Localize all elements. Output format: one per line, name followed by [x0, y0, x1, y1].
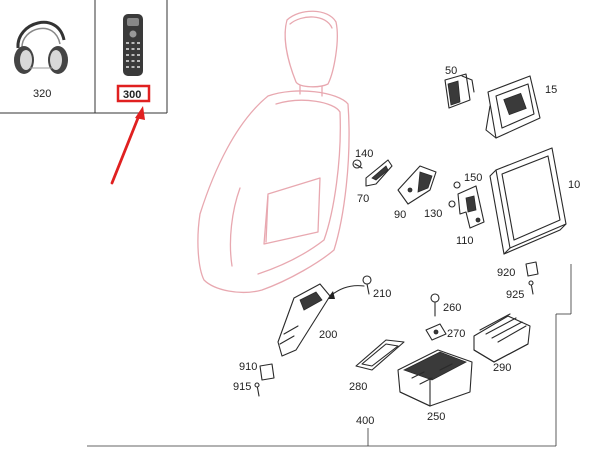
- callout-label: 200: [319, 329, 337, 341]
- callout-label: 260: [443, 302, 461, 314]
- thumbnail-label: 300: [123, 89, 141, 101]
- callout-label-400: 400: [356, 415, 374, 427]
- callout-label: 280: [349, 381, 367, 393]
- callout-label: 70: [357, 193, 369, 205]
- part-250[interactable]: 250: [397, 349, 473, 423]
- part-290[interactable]: 290: [473, 313, 531, 374]
- part-200[interactable]: 200: [277, 283, 337, 357]
- part-260[interactable]: 260: [430, 293, 461, 317]
- callout-label: 110: [456, 235, 474, 247]
- thumbnail-headphones[interactable]: 320: [14, 20, 68, 100]
- part-90[interactable]: 90: [394, 165, 437, 221]
- red-arrow-icon: [110, 106, 145, 185]
- seat-outline: [197, 10, 350, 294]
- part-910[interactable]: 910: [239, 361, 275, 381]
- part-915[interactable]: 915: [233, 381, 260, 397]
- part-920[interactable]: 920: [497, 261, 539, 279]
- remote-control-icon: [123, 14, 143, 76]
- callout-label: 270: [447, 328, 465, 340]
- headphones-icon: [14, 20, 68, 74]
- callout-label: 15: [545, 84, 557, 96]
- callout-label: 925: [506, 289, 524, 301]
- callout-label: 130: [424, 208, 442, 220]
- callout-label: 915: [233, 381, 251, 393]
- part-15[interactable]: 15: [485, 75, 557, 139]
- part-70[interactable]: 70: [357, 159, 393, 205]
- assembly-frame: [87, 264, 572, 447]
- callout-label: 90: [394, 209, 406, 221]
- highlight-box: [116, 84, 151, 103]
- callout-label: 920: [497, 267, 515, 279]
- part-150[interactable]: 150: [453, 172, 482, 189]
- callout-label: 910: [239, 361, 257, 373]
- callout-label: 290: [493, 362, 511, 374]
- thumbnail-remote[interactable]: 300: [116, 14, 151, 103]
- part-210[interactable]: 210: [327, 275, 391, 300]
- part-110[interactable]: 110: [456, 185, 485, 247]
- part-925[interactable]: 925: [506, 280, 534, 301]
- part-130[interactable]: 130: [424, 200, 456, 220]
- part-140[interactable]: 140: [352, 148, 373, 169]
- callout-label: 10: [568, 179, 580, 191]
- part-270[interactable]: 270: [425, 323, 465, 341]
- thumbnail-label: 320: [33, 88, 51, 100]
- part-10[interactable]: 10: [489, 147, 580, 255]
- callout-label: 150: [464, 172, 482, 184]
- callout-label: 250: [427, 411, 445, 423]
- part-50[interactable]: 50: [444, 65, 475, 109]
- callout-label: 140: [355, 148, 373, 160]
- callout-label: 210: [373, 288, 391, 300]
- part-280[interactable]: 280: [349, 339, 405, 393]
- callout-label: 50: [445, 65, 457, 77]
